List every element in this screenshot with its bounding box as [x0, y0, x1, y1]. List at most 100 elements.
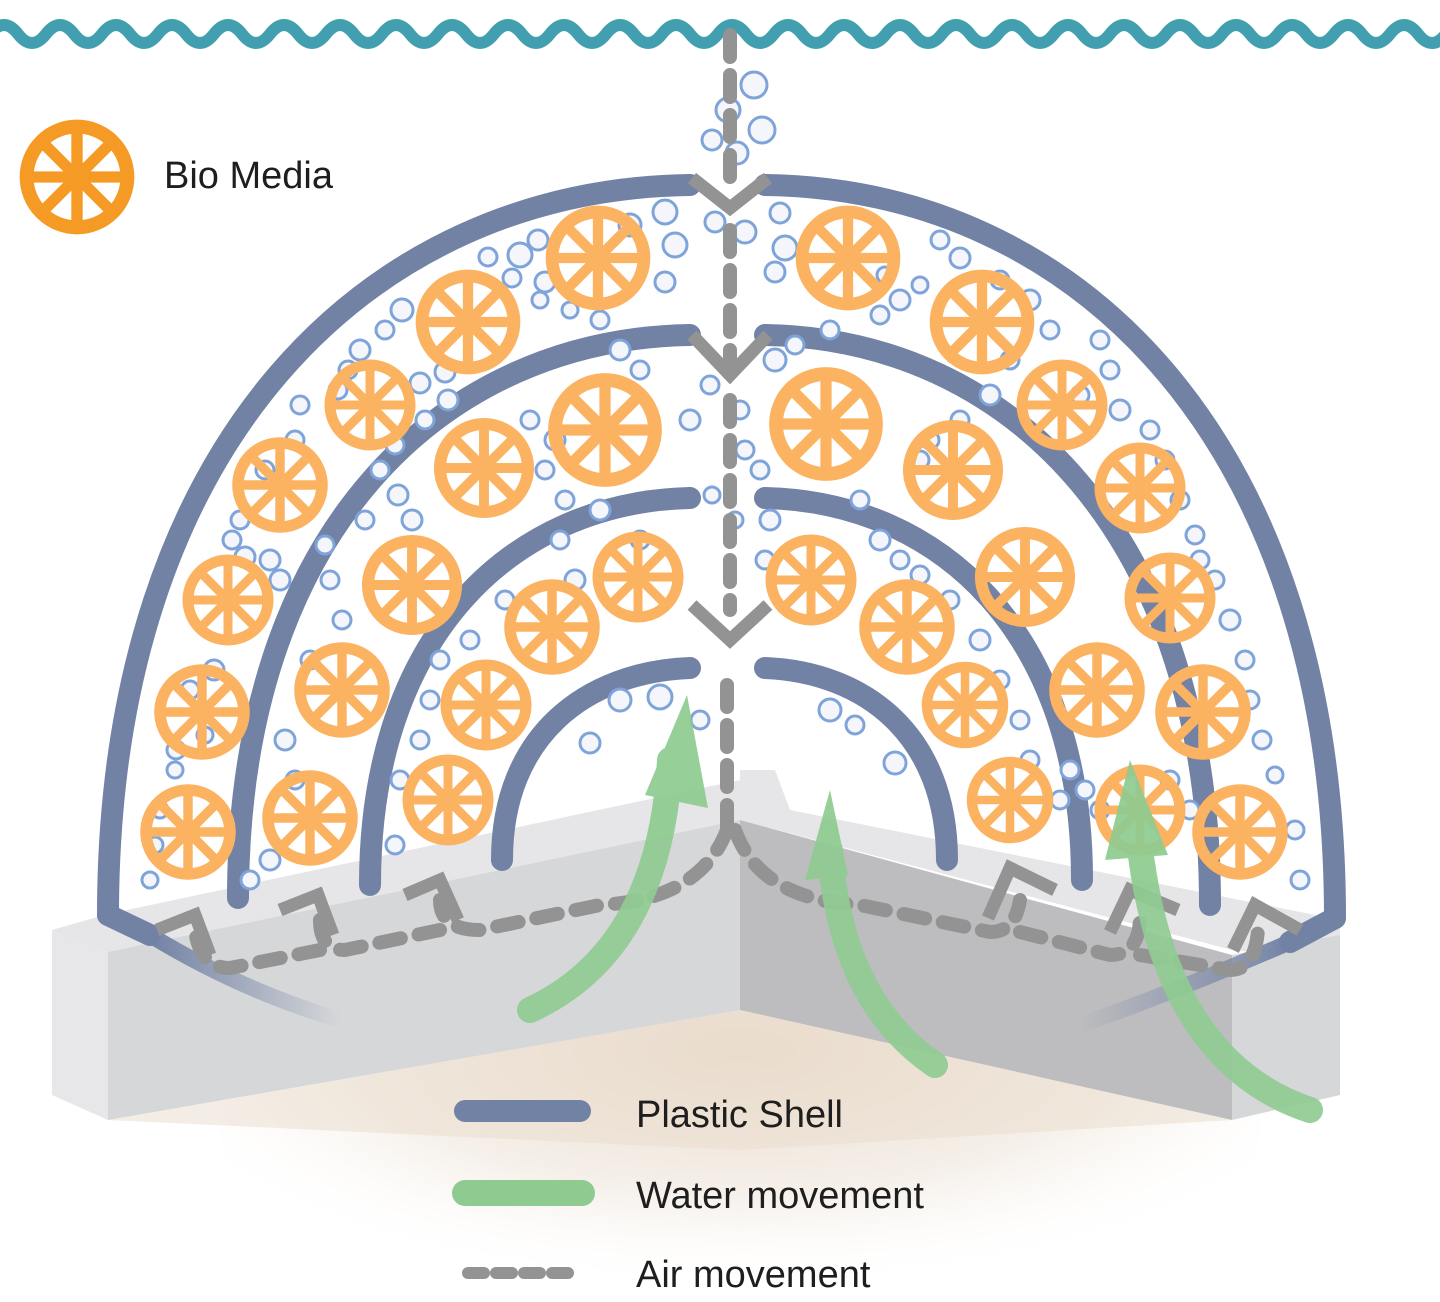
air-bubble	[1184, 524, 1206, 546]
air-bubble	[1218, 608, 1242, 632]
air-chevron-down-1	[687, 172, 773, 217]
air-bubble	[784, 334, 806, 356]
air-bubble	[314, 534, 336, 556]
air-bubble	[1234, 649, 1256, 671]
air-bubble	[868, 528, 892, 552]
bio-media-wheel	[1055, 648, 1139, 732]
air-bubble	[768, 201, 792, 225]
air-bubble	[702, 485, 722, 505]
air-bubble	[732, 219, 758, 245]
water-surface-wave	[0, 19, 1440, 49]
air-bubble	[910, 275, 930, 295]
air-bubble	[386, 483, 410, 507]
bio-media-wheel	[1161, 670, 1245, 754]
air-path-left-branch	[188, 823, 734, 976]
air-bubble	[273, 728, 297, 752]
air-bubble	[554, 489, 576, 511]
bio-media-wheel	[1198, 790, 1282, 874]
air-bubble	[348, 338, 372, 362]
air-bubble	[817, 697, 843, 723]
water-arrow-center-left-shaft	[517, 747, 683, 1023]
air-bubble	[1049, 789, 1071, 811]
air-bubble	[1289, 869, 1311, 891]
air-bubble	[978, 383, 1002, 407]
water-arrow-center-left-head	[645, 695, 708, 808]
air-bubble	[165, 760, 185, 780]
air-bubble	[549, 529, 571, 551]
air-bubble	[689, 709, 711, 731]
air-bubble	[1251, 729, 1273, 751]
air-bubble	[607, 687, 633, 713]
air-bubble	[771, 234, 799, 262]
base-front-right	[740, 820, 1232, 1120]
air-bubble	[844, 714, 866, 736]
shell-4-left	[491, 657, 701, 871]
air-bubble	[762, 347, 788, 373]
air-bubble	[369, 459, 391, 481]
base-left-end	[52, 930, 108, 1120]
bio-media-wheel	[440, 424, 528, 512]
air-bubble	[629, 359, 651, 381]
bio-media-wheel	[238, 443, 322, 527]
bio-media-wheel	[598, 537, 678, 617]
shell-1-left-fade	[142, 927, 348, 1028]
legend-item-air-movement: Air movement	[462, 1254, 871, 1296]
ground-wedge	[108, 1010, 1232, 1150]
air-bubble	[747, 115, 777, 145]
air-bubble	[414, 409, 436, 431]
air-bubble	[678, 408, 702, 432]
air-bubble	[459, 629, 481, 651]
air-bubble	[268, 568, 292, 592]
air-bubble	[331, 609, 353, 631]
air-bubble	[530, 290, 550, 310]
bio-media-wheel	[1100, 448, 1180, 528]
shell-1-right-foot	[1279, 907, 1346, 953]
air-bubble	[1059, 759, 1081, 781]
shell-2-left	[227, 324, 701, 909]
air-bubble	[140, 870, 160, 890]
air-bubble	[389, 297, 415, 323]
air-bubble	[419, 689, 441, 711]
bio-media-wheel	[408, 760, 488, 840]
air-chevron-up-left-3	[402, 871, 464, 923]
air-chevron-up-left-2	[277, 886, 340, 938]
air-bubble	[646, 683, 674, 711]
bio-media-wheel	[909, 426, 997, 514]
air-bubble	[526, 228, 550, 252]
bio-media-wheel	[1130, 558, 1210, 638]
bio-media-wheel	[771, 540, 851, 620]
air-bubble	[519, 409, 541, 431]
air-bubble	[534, 459, 556, 481]
air-bubble	[354, 509, 376, 531]
air-bubble	[1108, 398, 1132, 422]
air-bubble	[1265, 765, 1285, 785]
air-bubble	[849, 489, 871, 511]
air-bubble	[589, 309, 611, 331]
air-bubble	[700, 128, 724, 152]
air-bubble	[1074, 779, 1096, 801]
air-bubble	[882, 750, 908, 776]
air-bubble	[1009, 709, 1031, 731]
bio-media-wheel	[446, 665, 526, 745]
air-bubble	[1099, 359, 1121, 381]
legend-item-plastic-shell: Plastic Shell	[454, 1094, 843, 1136]
air-bubble	[749, 459, 771, 481]
air-bubble	[400, 508, 424, 532]
air-bubble	[1089, 329, 1111, 351]
air-bubble	[384, 834, 406, 856]
legend: Plastic Shell Water movement Air movemen…	[452, 1094, 924, 1296]
air-bubble	[948, 246, 972, 270]
air-bubble	[506, 241, 534, 269]
bio-media-wheel	[160, 670, 244, 754]
base-front-left	[108, 820, 740, 1120]
bio-media-wheel	[300, 648, 384, 732]
air-bubble	[699, 374, 721, 396]
air-bubble	[734, 439, 756, 461]
bio-media-wheel	[865, 585, 949, 669]
bio-media-wheel	[368, 541, 456, 629]
bio-media-wheel	[330, 365, 410, 445]
base-top-right	[740, 770, 1340, 960]
air-chevron-up-right-1	[982, 859, 1058, 921]
air-bubble	[929, 229, 951, 251]
